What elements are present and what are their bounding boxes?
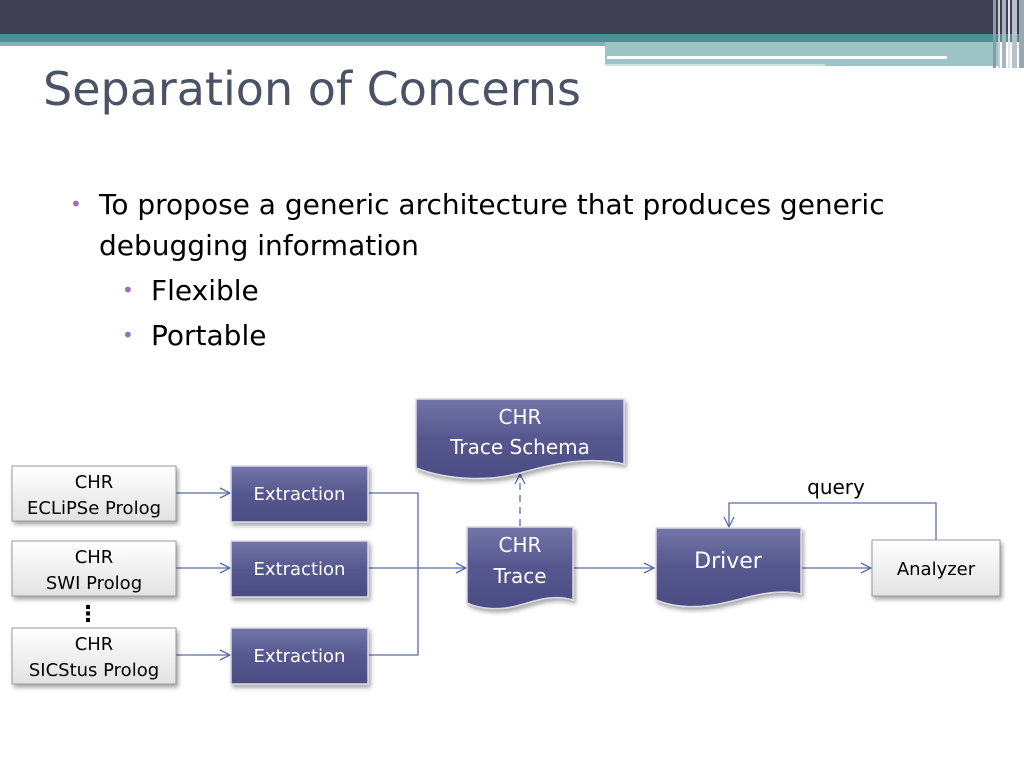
source-line1: CHR (75, 472, 114, 493)
ellipsis-marker: ⋮ (77, 602, 99, 627)
source-node-sicstus: CHR SICStus Prolog (11, 627, 177, 685)
header-stripes (993, 0, 1024, 68)
connectors (176, 474, 937, 656)
extraction-node-3: Extraction (230, 627, 369, 685)
bullet-text: To propose a generic architecture that p… (99, 188, 885, 262)
trace-schema-line1: CHR (499, 405, 542, 429)
header-accent-line-2 (605, 64, 825, 66)
source-line1: CHR (75, 634, 114, 655)
source-line2: ECLiPSe Prolog (27, 498, 161, 519)
analyzer-node: Analyzer (871, 539, 1001, 597)
bullet-dot-icon: • (122, 323, 134, 347)
slide-title: Separation of Concerns (43, 62, 581, 116)
extraction-merge-line (368, 492, 419, 656)
source-line2: SICStus Prolog (29, 660, 159, 681)
driver-label: Driver (694, 549, 763, 574)
bullet-dot-icon: • (122, 278, 134, 302)
sub-bullet-text: Flexible (151, 274, 259, 307)
header-accent-line (607, 56, 947, 59)
extraction-label: Extraction (254, 484, 346, 505)
query-arrow-analyzer-to-driver (729, 502, 937, 540)
trace-line1: CHR (499, 533, 542, 557)
sub-bullet-text: Portable (151, 319, 267, 352)
extraction-label: Extraction (254, 559, 346, 580)
extraction-label: Extraction (254, 646, 346, 667)
trace-schema-node: CHR Trace Schema (415, 398, 625, 480)
trace-node: CHR Trace (466, 526, 574, 610)
header-accent-block (605, 42, 1000, 66)
trace-line2: Trace (492, 564, 546, 588)
source-line1: CHR (75, 547, 114, 568)
header-bar (0, 0, 1024, 34)
driver-node: Driver (655, 527, 802, 608)
source-line2: SWI Prolog (46, 573, 142, 594)
header-accent-strip (0, 42, 605, 46)
extraction-node-2: Extraction (230, 540, 369, 598)
source-node-swi: CHR SWI Prolog (11, 540, 177, 597)
header-accent-band (0, 34, 1024, 42)
query-label: query (807, 475, 865, 499)
bullet-dot-icon: • (70, 192, 82, 216)
trace-schema-line2: Trace Schema (449, 435, 590, 459)
extraction-node-1: Extraction (230, 465, 369, 523)
source-node-eclipse: CHR ECLiPSe Prolog (11, 465, 177, 522)
analyzer-label: Analyzer (897, 559, 976, 580)
